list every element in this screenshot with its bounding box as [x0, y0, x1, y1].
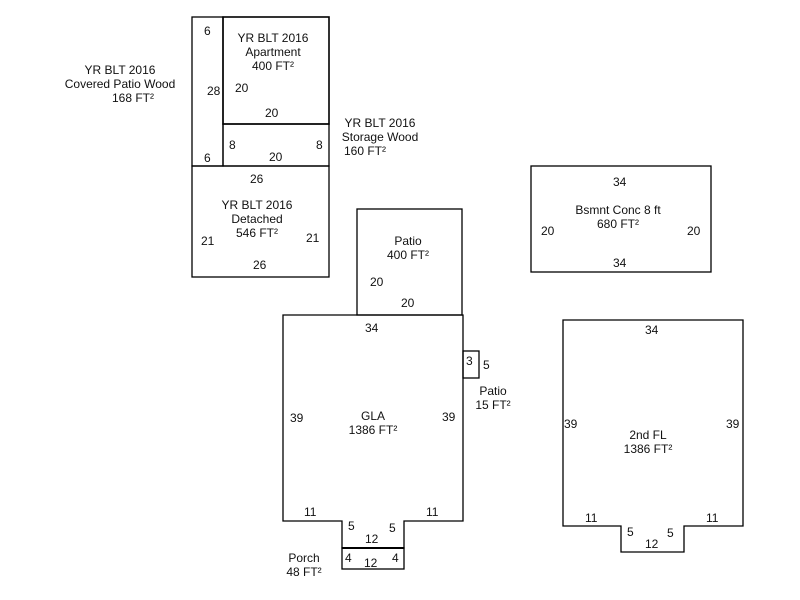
dim-patio-bottom: 20 [401, 296, 415, 310]
dim-second-floor-bump-left: 5 [627, 525, 634, 539]
second-floor-outline [562, 319, 744, 553]
dim-porch-left: 4 [345, 551, 352, 565]
detached-label: YR BLT 2016 Detached 546 FT² [222, 198, 293, 240]
dim-detached-bottom: 26 [253, 258, 267, 272]
dim-detached-left: 21 [201, 234, 215, 248]
apartment-area: 400 FT² [251, 59, 294, 73]
basement-outline [530, 165, 712, 273]
dim-covered-patio-side: 28 [207, 84, 221, 98]
storage-area: 160 FT² [343, 144, 386, 158]
storage-label: YR BLT 2016 Storage Wood 160 FT² [342, 116, 419, 158]
basement-label: Bsmnt Conc 8 ft 680 FT² [575, 203, 660, 231]
dim-small-patio-width: 3 [466, 354, 473, 368]
dim-second-floor-bottom-right: 11 [706, 511, 719, 525]
dim-gla-left: 39 [290, 411, 304, 425]
dim-second-floor-bump-bottom: 12 [645, 537, 659, 551]
dim-second-floor-bump-right: 5 [667, 526, 674, 540]
dim-apartment-bottom: 20 [265, 106, 279, 120]
basement-type: Bsmnt Conc 8 ft [575, 203, 661, 217]
small-patio-label: Patio 15 FT² [475, 384, 510, 412]
covered-patio-type: Covered Patio Wood [64, 77, 176, 91]
dim-basement-bottom: 34 [613, 256, 627, 270]
apartment-label: YR BLT 2016 Apartment 400 FT² [238, 31, 309, 73]
dim-gla-bump-bottom: 12 [365, 532, 379, 546]
dim-basement-left: 20 [541, 224, 555, 238]
covered-patio-year: YR BLT 2016 [84, 63, 156, 77]
dim-second-floor-top: 34 [645, 323, 659, 337]
small-patio-outline [462, 350, 480, 379]
dim-small-patio-height: 5 [483, 358, 490, 372]
porch-area: 48 FT² [286, 565, 322, 579]
patio-type: Patio [394, 234, 422, 248]
dim-gla-bottom-left: 11 [304, 505, 317, 519]
detached-type: Detached [231, 212, 283, 226]
dim-gla-top: 34 [365, 321, 379, 335]
detached-outline [191, 165, 330, 278]
gla-label: GLA 1386 FT² [349, 409, 398, 437]
apartment-year: YR BLT 2016 [237, 31, 309, 45]
patio-label: Patio 400 FT² [387, 234, 429, 262]
dim-covered-patio-bottom: 6 [204, 151, 211, 165]
basement-area: 680 FT² [596, 217, 639, 231]
dim-storage-left: 8 [229, 138, 236, 152]
dim-storage-right: 8 [316, 138, 323, 152]
patio-area: 400 FT² [386, 248, 430, 262]
second-floor-label: 2nd FL 1386 FT² [624, 428, 673, 456]
dim-storage-bottom: 20 [269, 150, 283, 164]
dim-detached-top: 26 [250, 172, 264, 186]
second-floor-area: 1386 FT² [623, 442, 673, 456]
detached-area: 546 FT² [235, 226, 278, 240]
dim-basement-right: 20 [687, 224, 701, 238]
small-patio-area: 15 FT² [475, 398, 511, 412]
dim-gla-bump-left: 5 [348, 519, 355, 533]
porch-type: Porch [288, 551, 320, 565]
porch-label: Porch 48 FT² [286, 551, 321, 579]
dim-porch-right: 4 [392, 551, 399, 565]
dim-patio-left: 20 [370, 275, 384, 289]
dim-basement-top: 34 [613, 175, 627, 189]
dim-second-floor-right: 39 [726, 417, 740, 431]
dim-apartment-left: 20 [235, 81, 249, 95]
dim-gla-bottom-right: 11 [426, 505, 439, 519]
dim-second-floor-left: 39 [564, 417, 578, 431]
covered-patio-label: YR BLT 2016 Covered Patio Wood 168 FT² [65, 63, 176, 105]
covered-patio-area: 168 FT² [111, 91, 155, 105]
dim-gla-bump-right: 5 [389, 521, 396, 535]
gla-area: 1386 FT² [348, 423, 398, 437]
dim-porch-bottom: 12 [364, 556, 378, 570]
storage-type: Storage Wood [341, 130, 419, 144]
dim-detached-right: 21 [306, 231, 320, 245]
dim-gla-right: 39 [442, 410, 456, 424]
storage-year: YR BLT 2016 [344, 116, 416, 130]
small-patio-type: Patio [479, 384, 507, 398]
gla-type: GLA [360, 409, 385, 423]
detached-year: YR BLT 2016 [221, 198, 293, 212]
second-floor-type: 2nd FL [629, 428, 667, 442]
dim-covered-patio-top: 6 [204, 24, 211, 38]
dim-second-floor-bottom-left: 11 [585, 511, 598, 525]
apartment-type: Apartment [245, 45, 301, 59]
